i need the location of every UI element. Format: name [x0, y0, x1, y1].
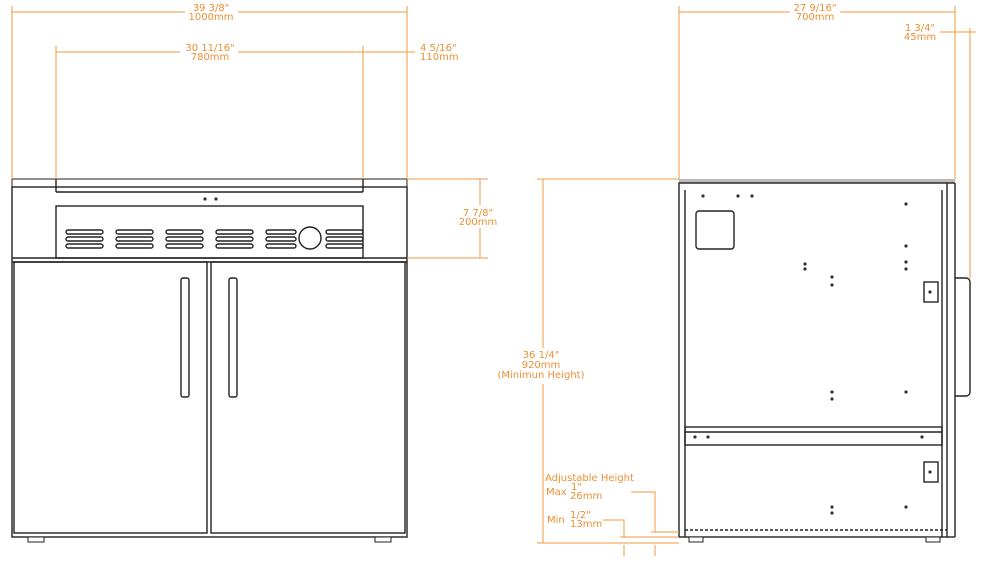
side-panel: [678, 182, 948, 538]
foot: [27, 536, 45, 543]
handle-depth-inch: 1 3/4": [905, 23, 935, 34]
front-dimensions: 39 3/8" 1000mm 30 11/16" 780mm 4 5/16" 1…: [11, 3, 498, 259]
overall-width-inch: 39 3/8": [193, 3, 230, 14]
foot: [688, 536, 704, 543]
screw-hole: [904, 202, 908, 206]
vent-slot: [165, 243, 204, 249]
foot: [925, 536, 941, 543]
vent-slot: [265, 243, 297, 249]
screw-hole: [830, 390, 834, 394]
vent-slot: [165, 236, 204, 242]
foot: [374, 536, 392, 543]
right-door: [210, 261, 406, 534]
vent-slot: [265, 236, 297, 242]
service-panel: [695, 210, 735, 250]
adjustable-height-title: Adjustable Height: [545, 473, 634, 484]
vent-slot: [325, 243, 364, 249]
panel-height-inch: 7 7/8": [463, 208, 493, 219]
vent-slots: [65, 229, 364, 249]
screw-hole: [693, 435, 697, 439]
cabinet-body: [11, 186, 408, 538]
vent-slot: [65, 243, 104, 249]
vent-slot: [65, 229, 104, 235]
control-knob: [298, 226, 322, 250]
screw-hole: [803, 262, 807, 266]
vent-slot: [115, 243, 154, 249]
height-note: (Minimun Height): [498, 370, 585, 381]
screw-hole: [830, 505, 834, 509]
screw-hole: [706, 435, 710, 439]
depth-mm: 700mm: [796, 12, 835, 23]
side-width-inch: 4 5/16": [420, 43, 457, 54]
max-inch: 1": [571, 482, 582, 493]
vent-slot: [325, 236, 364, 242]
side-width-mm: 110mm: [420, 52, 459, 63]
screw-hole: [928, 290, 932, 294]
screw-holes: [693, 194, 932, 515]
vent-slot: [325, 229, 364, 235]
front-view: [11, 178, 408, 543]
max-label: Max: [546, 487, 567, 498]
side-handle: [955, 277, 971, 397]
screw-hole: [830, 511, 834, 515]
side-dimensions: 27 9/16" 700mm 1 3/4" 45mm 36 1/4" 920mm…: [498, 3, 976, 556]
screw-hole: [830, 283, 834, 287]
screw-hole: [904, 260, 908, 264]
inner-width-inch: 30 11/16": [185, 43, 234, 54]
screw-hole: [904, 244, 908, 248]
vent-slot: [215, 229, 254, 235]
vent-slot: [115, 236, 154, 242]
control-panel: [55, 205, 364, 259]
handle-depth-mm: 45mm: [904, 32, 936, 43]
height-inch: 36 1/4": [523, 350, 560, 361]
vent-slot: [65, 236, 104, 242]
screw-hole: [830, 275, 834, 279]
indicator-dot: [214, 197, 218, 201]
depth-inch: 27 9/16": [794, 3, 837, 14]
inner-width-mm: 780mm: [191, 52, 230, 63]
screw-hole: [750, 194, 754, 198]
vent-slot: [165, 229, 204, 235]
max-mm: 26mm: [570, 491, 602, 502]
height-mm: 920mm: [522, 360, 561, 371]
panel-height-mm: 200mm: [459, 217, 498, 228]
screw-hole: [830, 397, 834, 401]
vent-slot: [265, 229, 297, 235]
countertop-edge: [679, 179, 955, 183]
right-door-handle: [228, 277, 238, 398]
overall-width-mm: 1000mm: [189, 12, 234, 23]
vent-slot: [215, 243, 254, 249]
vent-slot: [215, 236, 254, 242]
screw-hole: [904, 267, 908, 271]
screw-hole: [904, 390, 908, 394]
screw-hole: [928, 470, 932, 474]
shelf-rail: [684, 426, 943, 446]
hinge-bracket: [923, 281, 939, 303]
countertop-rim: [11, 178, 408, 188]
hinge-bracket: [923, 461, 939, 483]
screw-hole: [803, 267, 807, 271]
left-door: [13, 261, 208, 534]
screw-hole: [736, 194, 740, 198]
screw-hole: [701, 194, 705, 198]
min-label: Min: [547, 515, 565, 526]
screw-hole: [904, 505, 908, 509]
min-inch: 1/2": [570, 510, 591, 521]
vent-slot: [115, 229, 154, 235]
indicator-dot: [203, 197, 207, 201]
left-door-handle: [180, 277, 190, 398]
side-view: [678, 179, 971, 543]
min-mm: 13mm: [570, 519, 602, 530]
screw-hole: [920, 435, 924, 439]
